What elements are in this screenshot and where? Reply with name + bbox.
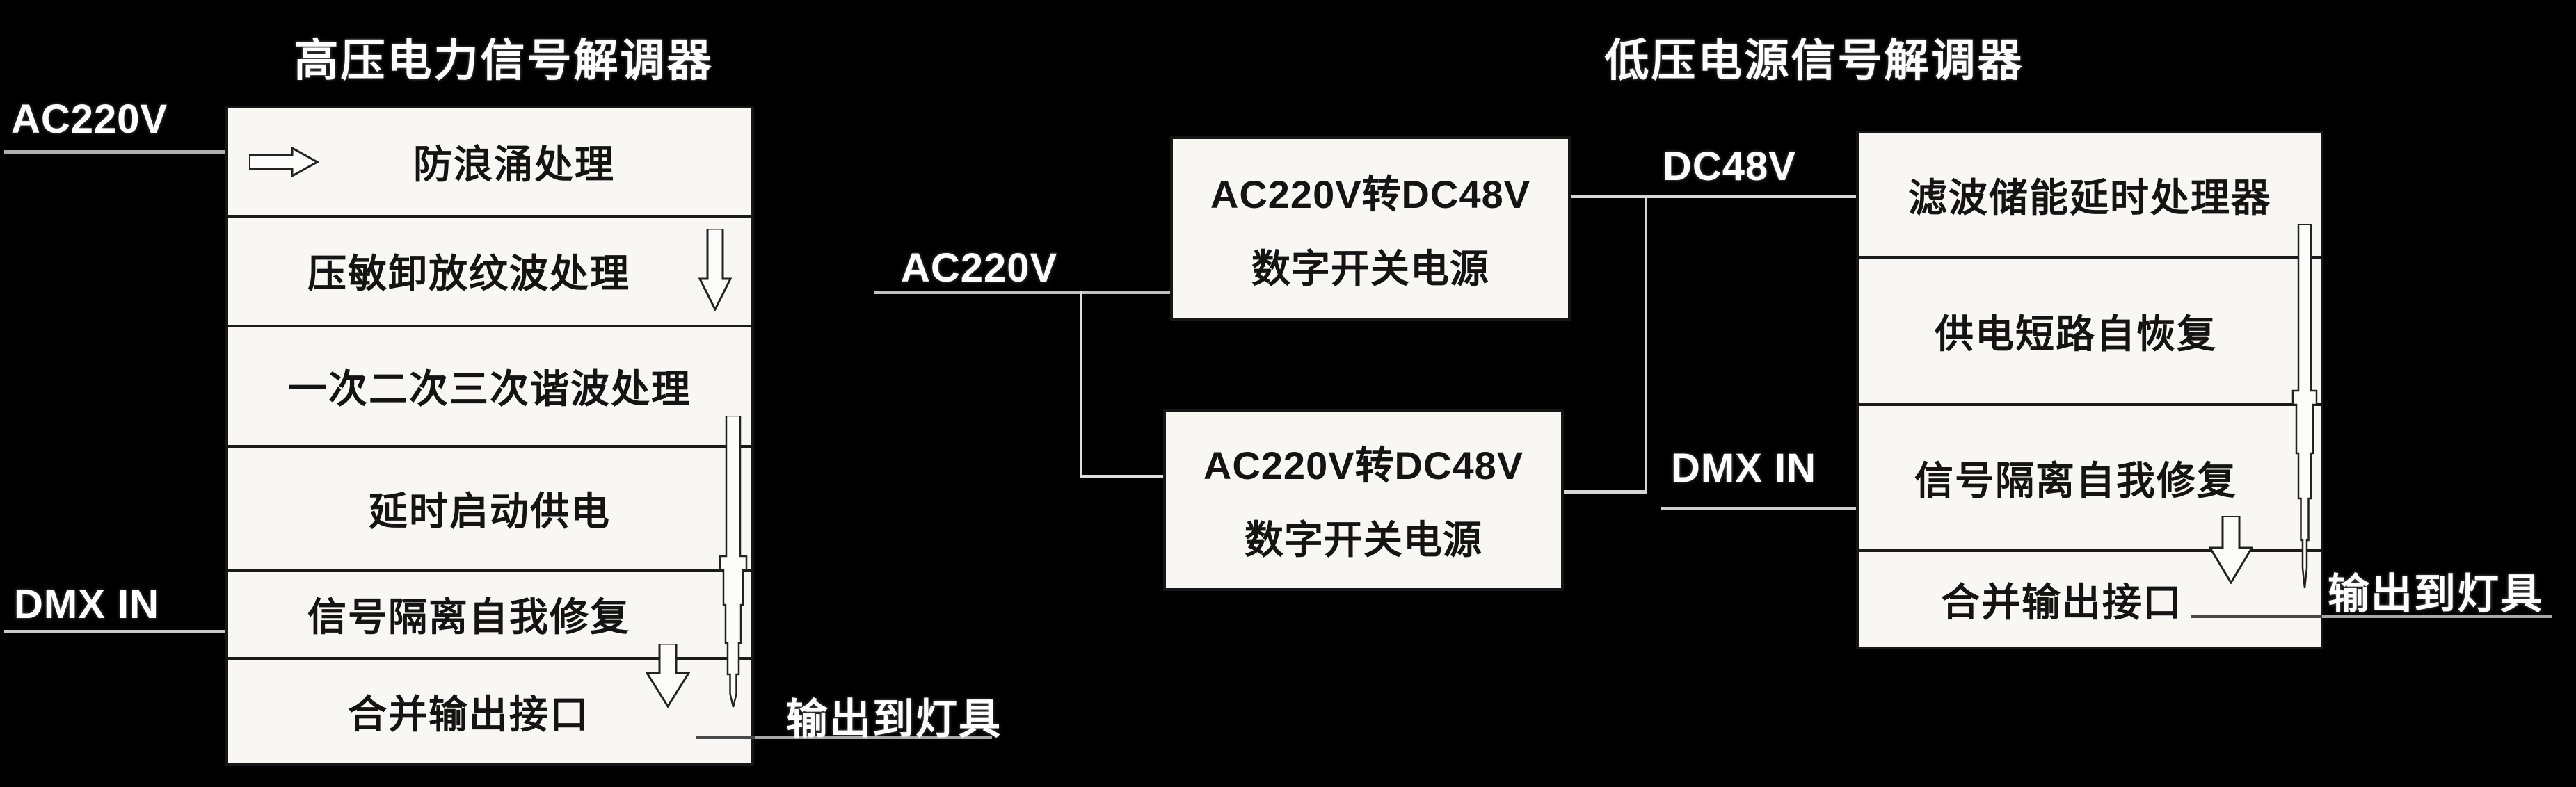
right-arrow-icon	[249, 146, 319, 177]
psu-junction-wire	[1645, 196, 1647, 494]
middle-ac220v-wire	[874, 291, 1171, 294]
left-ac220v-label: AC220V	[11, 97, 168, 142]
left-decoder-title: 高压电力信号解调器	[294, 35, 714, 86]
left-ac220v-wire	[4, 150, 227, 154]
right-decoder-box: 滤波储能延时处理器 供电短路自恢复 信号隔离自我修复 合并输出接口	[1856, 131, 2323, 649]
right-dmx-wire	[1661, 507, 1864, 510]
flow-row-harmonics: 一次二次三次谐波处理	[228, 327, 751, 448]
flow-row-varistor: 压敏卸放纹波处理	[228, 218, 751, 327]
flow-row-label: 信号隔离自我修复	[1914, 458, 2237, 503]
flow-row-short-circuit-recovery: 供电短路自恢复	[1859, 259, 2321, 406]
flow-row-label: 合并输出接口	[1941, 580, 2183, 624]
flow-row-surge: 防浪涌处理	[228, 108, 751, 218]
right-decoder-title: 低压电源信号解调器	[1604, 35, 2024, 86]
psu-bottom-output-wire	[1564, 490, 1647, 494]
flow-row-label: 延时启动供电	[369, 489, 611, 534]
psu-line1: AC220V转DC48V	[1210, 172, 1531, 216]
flow-row-filter-delay: 滤波储能延时处理器	[1859, 133, 2321, 259]
down-arrow-icon	[698, 229, 732, 311]
right-output-wire	[2322, 615, 2552, 618]
left-output-label: 输出到灯具	[786, 696, 1002, 743]
right-output-label: 输出到灯具	[2328, 571, 2543, 617]
psu-box-top: AC220V转DC48V 数字开关电源	[1170, 136, 1571, 321]
down-arrow-icon	[2209, 516, 2253, 584]
psu-line2: 数字开关电源	[1251, 247, 1489, 291]
psu-box-bottom: AC220V转DC48V 数字开关电源	[1163, 409, 1564, 591]
left-output-wire-inner	[696, 736, 755, 739]
flow-row-merged-output: 合并输出接口	[1859, 552, 2321, 647]
psu-line2: 数字开关电源	[1245, 518, 1482, 562]
flow-row-delay-start: 延时启动供电	[228, 448, 751, 573]
long-needle-arrow-icon	[719, 416, 748, 708]
right-dmx-in-label: DMX IN	[1671, 446, 1816, 491]
long-needle-arrow-icon	[2291, 224, 2318, 589]
left-dmx-wire	[4, 630, 227, 633]
right-dc48v-label: DC48V	[1663, 144, 1796, 189]
down-arrow-icon	[646, 644, 690, 708]
flow-row-label: 信号隔离自我修复	[307, 595, 630, 640]
middle-branch-wire	[1080, 291, 1082, 478]
flow-row-label: 合并输出接口	[348, 692, 590, 736]
left-dmx-in-label: DMX IN	[14, 582, 159, 627]
flow-row-label: 滤波储能延时处理器	[1908, 175, 2271, 220]
right-output-wire-inner	[2191, 615, 2322, 618]
middle-ac220v-label: AC220V	[901, 245, 1058, 291]
psu-line1: AC220V转DC48V	[1203, 444, 1524, 487]
flow-row-signal-isolation: 信号隔离自我修复	[228, 572, 751, 660]
psu-top-output-wire	[1571, 195, 1863, 198]
left-output-wire	[755, 736, 992, 739]
flow-row-signal-isolation: 信号隔离自我修复	[1859, 406, 2321, 552]
flow-row-merged-output: 合并输出接口	[228, 660, 751, 763]
flow-row-label: 一次二次三次谐波处理	[288, 366, 691, 411]
flow-row-label: 供电短路自恢复	[1935, 311, 2217, 356]
middle-branch-wire-horizontal	[1080, 475, 1167, 478]
flow-row-label: 压敏卸放纹波处理	[307, 252, 630, 296]
left-decoder-box: 防浪涌处理 压敏卸放纹波处理 一次二次三次谐波处理 延时启动供电 信号隔离自我修…	[225, 106, 754, 766]
flow-row-label: 防浪涌处理	[413, 143, 615, 187]
